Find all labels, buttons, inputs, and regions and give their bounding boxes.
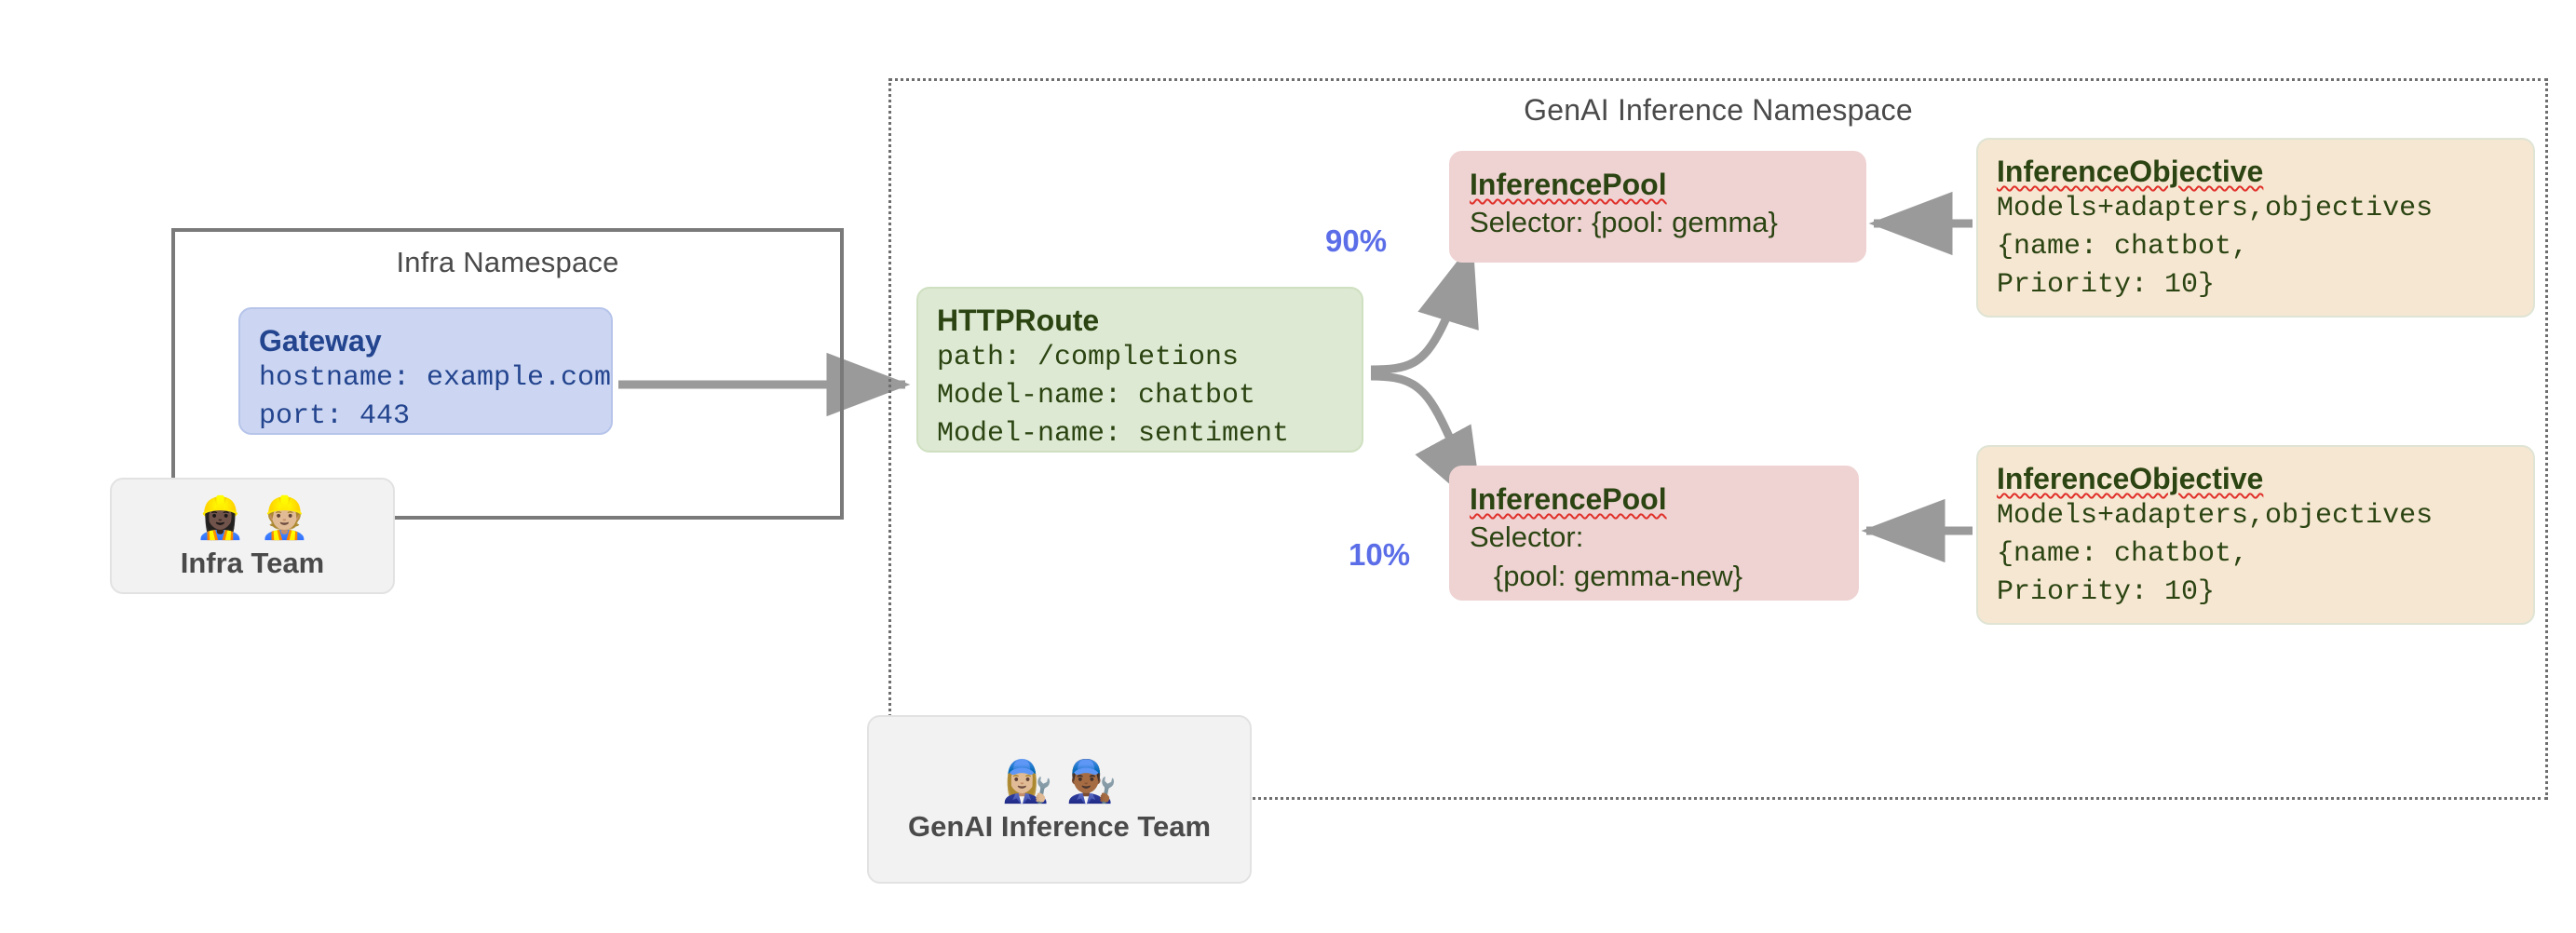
inferencepool-gemma-title: InferencePool	[1470, 168, 1667, 201]
mechanic-icon: 👩🏼‍🔧👨🏾‍🔧	[1001, 757, 1131, 805]
inferencepool-gemma-selector: Selector: {pool: gemma}	[1470, 206, 1778, 238]
inferencepool-gemma-card[interactable]: InferencePool Selector: {pool: gemma}	[1449, 151, 1866, 263]
inferenceobjective-top-card[interactable]: InferenceObjective Models+adapters,objec…	[1976, 138, 2535, 318]
inferencepool-gemma-new-card[interactable]: InferencePool Selector: {pool: gemma-new…	[1449, 466, 1859, 601]
weight-label-10: 10%	[1349, 537, 1411, 572]
inferenceobjective-top-priority: Priority: 10}	[1997, 269, 2216, 301]
inferenceobjective-top-title: InferenceObjective	[1997, 155, 2264, 188]
infra-team-label: Infra Team	[180, 546, 325, 579]
weight-label-90: 90%	[1325, 223, 1388, 258]
httproute-card[interactable]: HTTPRoute path: /completions Model-name:…	[916, 287, 1363, 453]
inferencepool-gemma-new-selector-label: Selector:	[1470, 521, 1584, 553]
genai-team-label: GenAI Inference Team	[907, 809, 1212, 843]
gateway-title: Gateway	[259, 324, 382, 358]
infra-team-chip[interactable]: 👷🏿‍♀️👷🏼 Infra Team	[110, 478, 395, 594]
inferencepool-gemma-new-title: InferencePool	[1470, 482, 1667, 516]
infra-namespace-container	[171, 228, 844, 520]
inferenceobjective-top-name: {name: chatbot,	[1997, 231, 2249, 263]
gateway-port: port: 443	[259, 400, 411, 432]
infra-namespace-title: Infra Namespace	[396, 246, 619, 278]
gateway-card[interactable]: Gateway hostname: example.com port: 443	[238, 307, 613, 435]
inferenceobjective-top-models: Models+adapters,objectives	[1997, 193, 2434, 224]
genai-namespace-title: GenAI Inference Namespace	[1524, 93, 1913, 127]
inferenceobjective-bottom-priority: Priority: 10}	[1997, 576, 2216, 608]
genai-team-chip[interactable]: 👩🏼‍🔧👨🏾‍🔧 GenAI Inference Team	[867, 715, 1252, 884]
gateway-hostname: hostname: example.com	[259, 362, 612, 394]
inferencepool-gemma-new-selector-value: {pool: gemma-new}	[1470, 560, 1742, 592]
httproute-model-name-sentiment: Model-name: sentiment	[937, 418, 1290, 450]
inferenceobjective-bottom-card[interactable]: InferenceObjective Models+adapters,objec…	[1976, 445, 2535, 625]
inferenceobjective-bottom-title: InferenceObjective	[1997, 462, 2264, 495]
construction-worker-icon: 👷🏿‍♀️👷🏼	[195, 494, 323, 542]
httproute-title: HTTPRoute	[937, 304, 1100, 337]
httproute-model-name-chatbot: Model-name: chatbot	[937, 380, 1256, 412]
genai-namespace-container	[888, 78, 2548, 800]
httproute-path: path: /completions	[937, 342, 1240, 373]
inferenceobjective-bottom-name: {name: chatbot,	[1997, 538, 2249, 570]
inferenceobjective-bottom-models: Models+adapters,objectives	[1997, 500, 2434, 532]
